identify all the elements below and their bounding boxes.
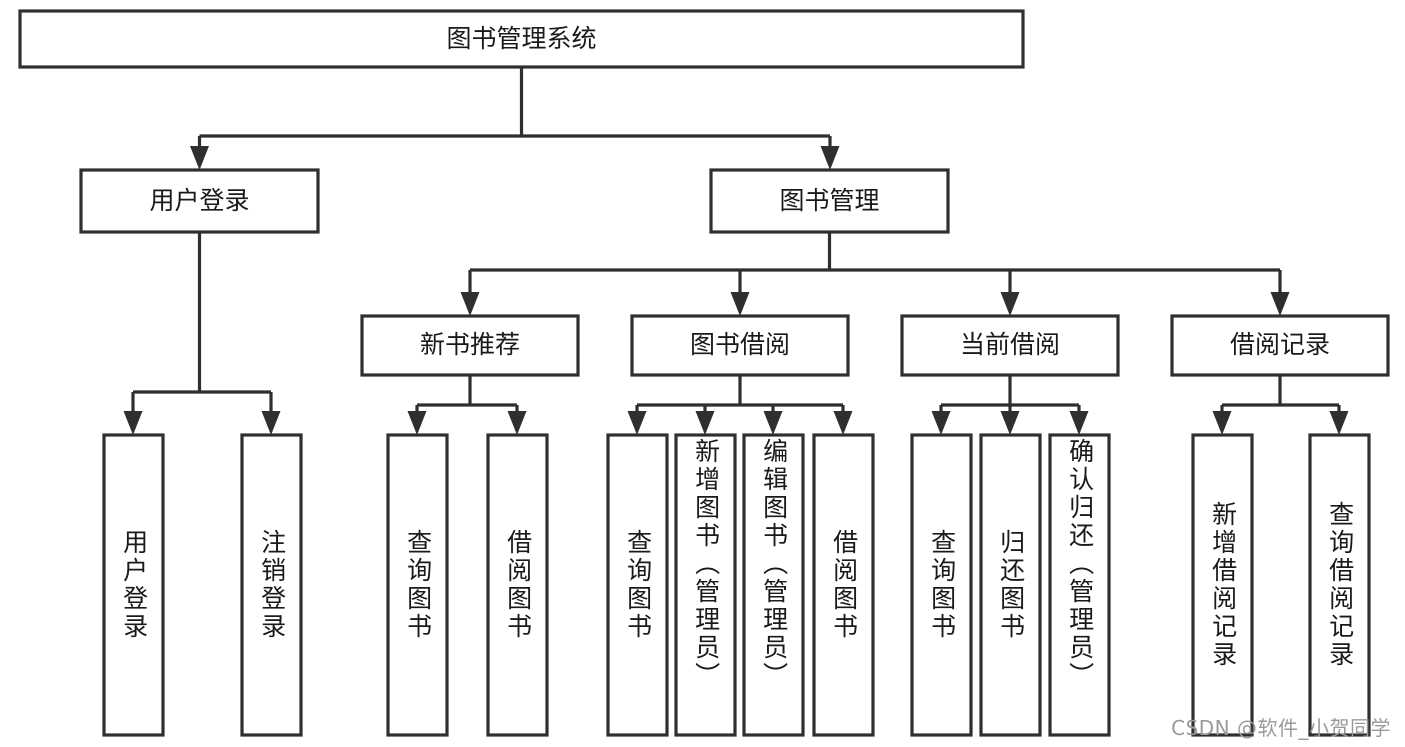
borrow-record-box [1170, 314, 1390, 377]
leaf-box-user-login[interactable] [102, 433, 165, 737]
leaf-box-borrow-book-2[interactable] [812, 433, 875, 737]
arrowhead-current-borrow-leaf2 [1000, 411, 1020, 435]
root-label: 图书管理系统 [446, 24, 596, 53]
arrowhead-current-borrow-leaf1 [931, 411, 951, 435]
leaf-box-logout[interactable] [240, 433, 303, 737]
arrowhead-user-login-leaf2 [261, 411, 281, 435]
new-book-recommend-label: 新书推荐 [420, 330, 520, 359]
leaf-box-query-book-2[interactable] [606, 433, 669, 737]
current-borrow-box [900, 314, 1120, 377]
borrow-record-label: 借阅记录 [1230, 330, 1330, 359]
book-manage-label: 图书管理 [779, 186, 879, 215]
leaf-box-query-book-3[interactable] [910, 433, 973, 737]
leaf-box-add-book[interactable] [674, 433, 737, 737]
leaf-box-edit-book[interactable] [742, 433, 805, 737]
node-current-borrow[interactable]: 当前借阅 [900, 314, 1120, 377]
leaf-box-query-book-1[interactable] [386, 433, 449, 737]
book-borrow-box [630, 314, 850, 377]
arrowhead-book-borrow-leaf1 [627, 411, 647, 435]
root-box [18, 9, 1025, 69]
node-root[interactable]: 图书管理系统 [18, 9, 1025, 69]
arrowhead-current-borrow [1000, 292, 1020, 316]
new-book-recommend-box [360, 314, 580, 377]
arrowhead-book-borrow-leaf2 [695, 411, 715, 435]
arrowhead-user-login [190, 146, 209, 170]
arrowhead-book-borrow-leaf3 [763, 411, 783, 435]
node-new-book-recommend[interactable]: 新书推荐 [360, 314, 580, 377]
arrowhead-new-book-leaf2 [507, 411, 527, 435]
arrowhead-book-manage [820, 146, 840, 170]
user-login-label: 用户登录 [149, 186, 249, 215]
arrowhead-borrow-record-leaf1 [1212, 411, 1232, 435]
node-book-manage[interactable]: 图书管理 [709, 168, 950, 234]
node-borrow-record[interactable]: 借阅记录 [1170, 314, 1390, 377]
arrowhead-user-login-leaf1 [123, 411, 143, 435]
current-borrow-label: 当前借阅 [960, 330, 1060, 359]
leaf-box-return-book[interactable] [979, 433, 1042, 737]
node-book-borrow[interactable]: 图书借阅 [630, 314, 850, 377]
arrowhead-new-book-leaf1 [407, 411, 427, 435]
book-manage-box [709, 168, 950, 234]
leaf-box-confirm-return[interactable] [1048, 433, 1111, 737]
leaf-box-borrow-book-1[interactable] [486, 433, 549, 737]
arrowhead-book-borrow [730, 292, 750, 316]
arrowhead-new-book [460, 292, 480, 316]
arrowhead-book-borrow-leaf4 [833, 411, 853, 435]
arrowhead-borrow-record [1270, 292, 1290, 316]
arrowhead-current-borrow-leaf3 [1069, 411, 1089, 435]
leaf-box-add-record[interactable] [1191, 433, 1254, 737]
leaf-box-query-record[interactable] [1308, 433, 1371, 737]
node-user-login[interactable]: 用户登录 [79, 168, 320, 234]
watermark-text: CSDN @软件_小贺同学 [1171, 716, 1391, 740]
arrowhead-borrow-record-leaf2 [1329, 411, 1349, 435]
book-borrow-label: 图书借阅 [690, 330, 790, 359]
